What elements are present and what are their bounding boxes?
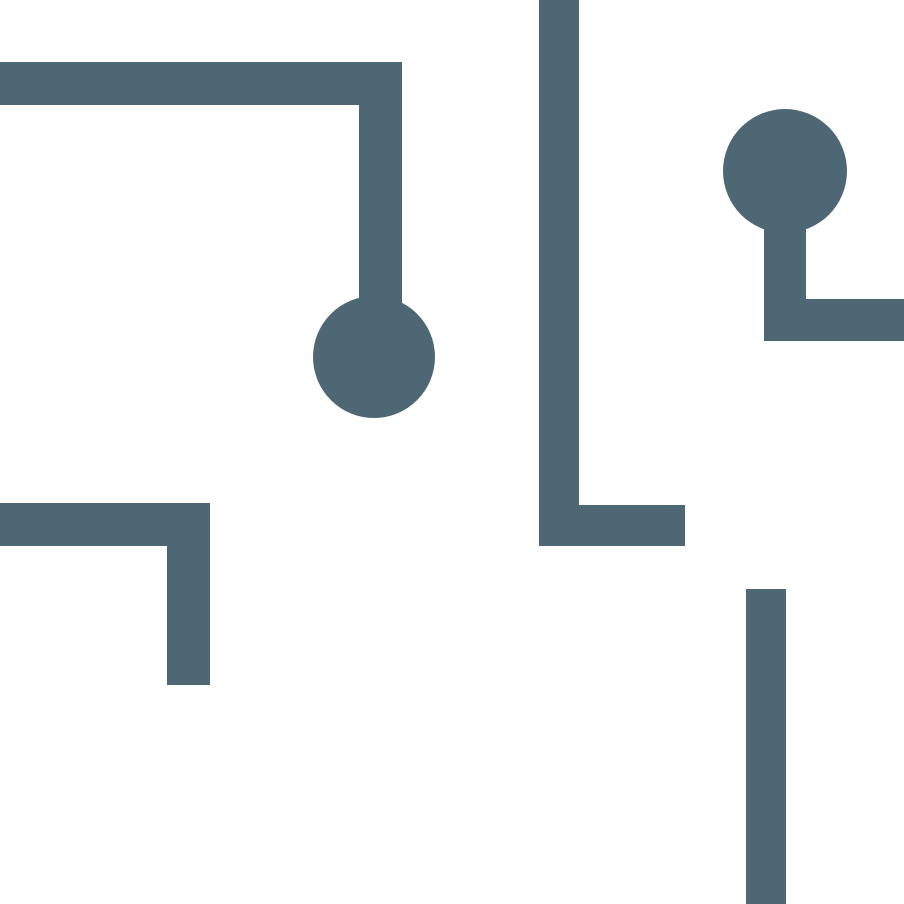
trace-bottom-right-vertical xyxy=(746,589,786,904)
trace-top-left-horizontal xyxy=(0,62,402,105)
trace-center-foot xyxy=(539,505,685,546)
node-left-dot xyxy=(313,296,435,418)
trace-right-horizontal xyxy=(764,299,904,341)
trace-top-left-vertical xyxy=(359,62,402,322)
trace-mid-left-vertical xyxy=(167,503,210,685)
trace-center-vertical xyxy=(539,0,579,546)
node-top-right-dot xyxy=(723,109,847,233)
